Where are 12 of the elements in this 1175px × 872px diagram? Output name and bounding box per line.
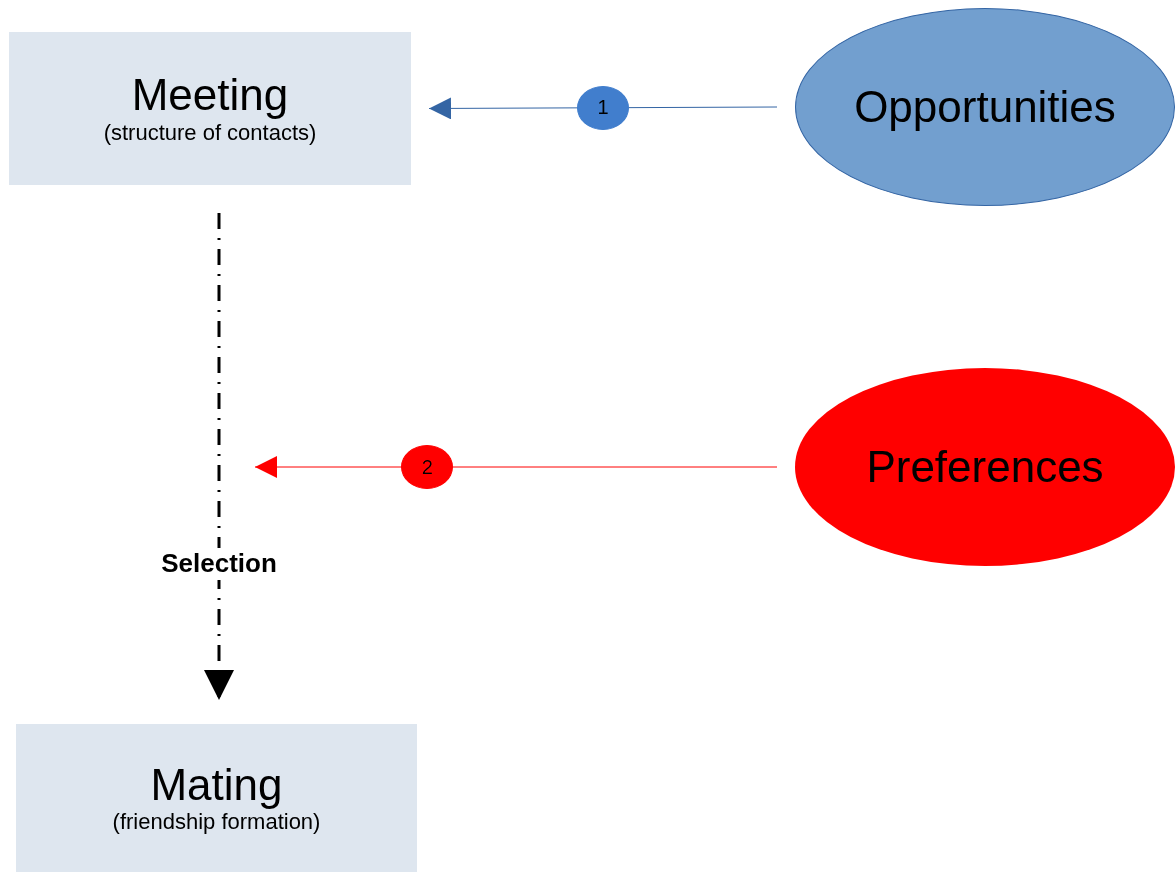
node-subtitle: (friendship formation) [112, 809, 321, 836]
node-title: Opportunities [854, 82, 1116, 132]
node-title: Mating [150, 760, 283, 809]
node-subtitle: (structure of contacts) [103, 119, 317, 146]
process-box [16, 724, 417, 872]
node-title: Preferences [866, 442, 1104, 492]
number-badge: 1 [577, 85, 629, 130]
process-box [9, 32, 411, 185]
number-badge: 2 [401, 445, 454, 489]
arrow [254, 456, 778, 478]
node-title: Meeting [131, 71, 289, 120]
dash-dot-arrow [204, 213, 234, 700]
